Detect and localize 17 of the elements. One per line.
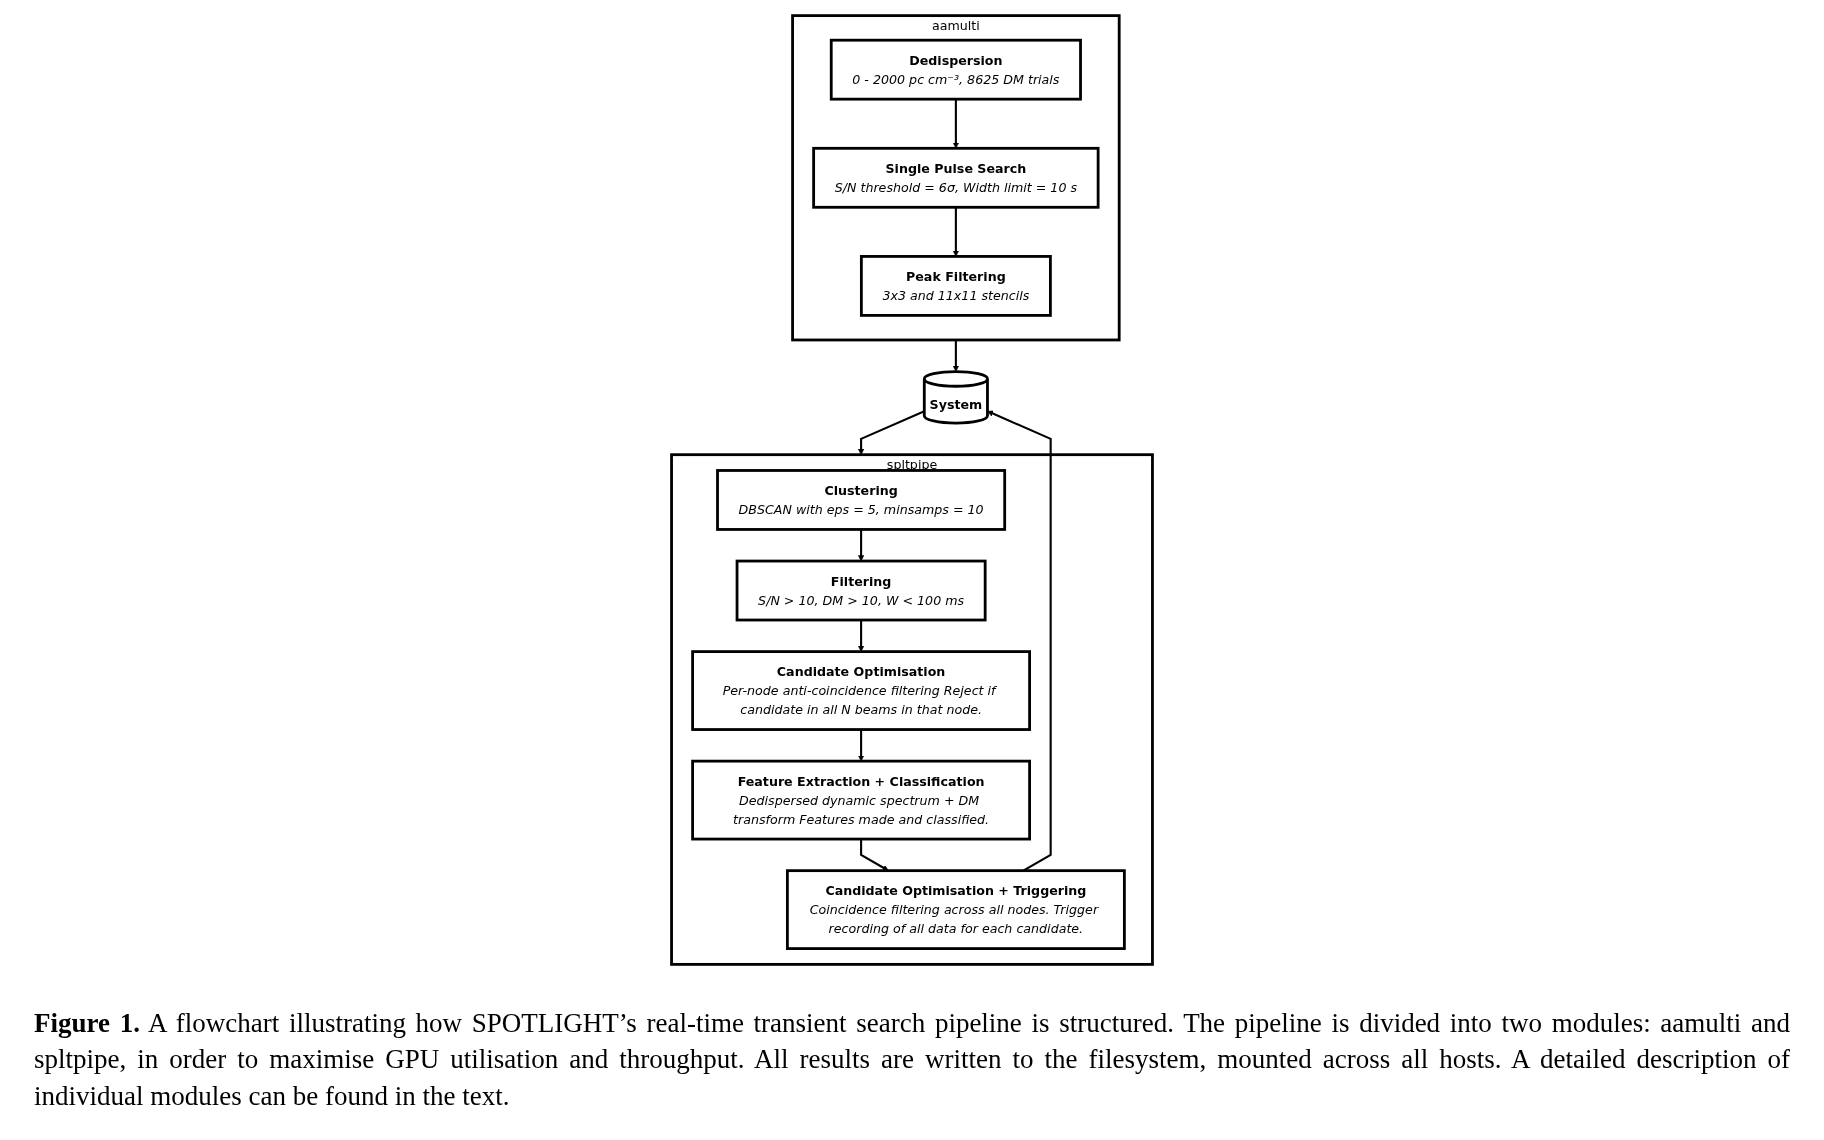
node-box: Single Pulse Search S/N threshold = 6σ, Width limit = 10 s — [812, 146, 1100, 209]
arrow — [858, 529, 865, 562]
node-box: Candidate Optimisation + Triggering Coincidence filtering across all nodes. Trigger recording of all data for each candidate. — [785, 869, 1126, 950]
arrow — [952, 99, 959, 149]
arrow — [858, 410, 925, 455]
arrow — [858, 620, 865, 652]
node-box: Peak Filtering 3x3 and 11x11 stencils — [859, 255, 1052, 317]
figure-caption: Figure 1. A flowchart illustrating how SPOTLIGHT’s real-time transient search pipeline is structured. The pipeline is divided into two modules: aamulti and spltpipe, in order to maximise GPU utilisation and throughput. All results are written to the filesystem, mounted across all hosts. A detailed description of individual modules can be found in the text. — [34, 1007, 1790, 1113]
arrow — [858, 729, 865, 762]
arrow — [952, 207, 959, 257]
arrow — [860, 839, 889, 871]
arrow — [952, 339, 959, 372]
node-box: Feature Extraction + Classification Dedispersed dynamic spectrum + DM transform Features made and classified. — [691, 759, 1031, 841]
node-box: Clustering DBSCAN with eps = 5, minsamps = 10 — [716, 469, 1007, 531]
node-box: Dedispersion 0 - 2000 pc cm⁻³, 8625 DM trials — [829, 38, 1082, 101]
node-box: Filtering S/N > 10, DM > 10, W < 100 ms — [735, 559, 987, 622]
node-box: Candidate Optimisation Per-node anti-coincidence filtering Reject if candidate in all N beams in that node. — [691, 650, 1031, 731]
